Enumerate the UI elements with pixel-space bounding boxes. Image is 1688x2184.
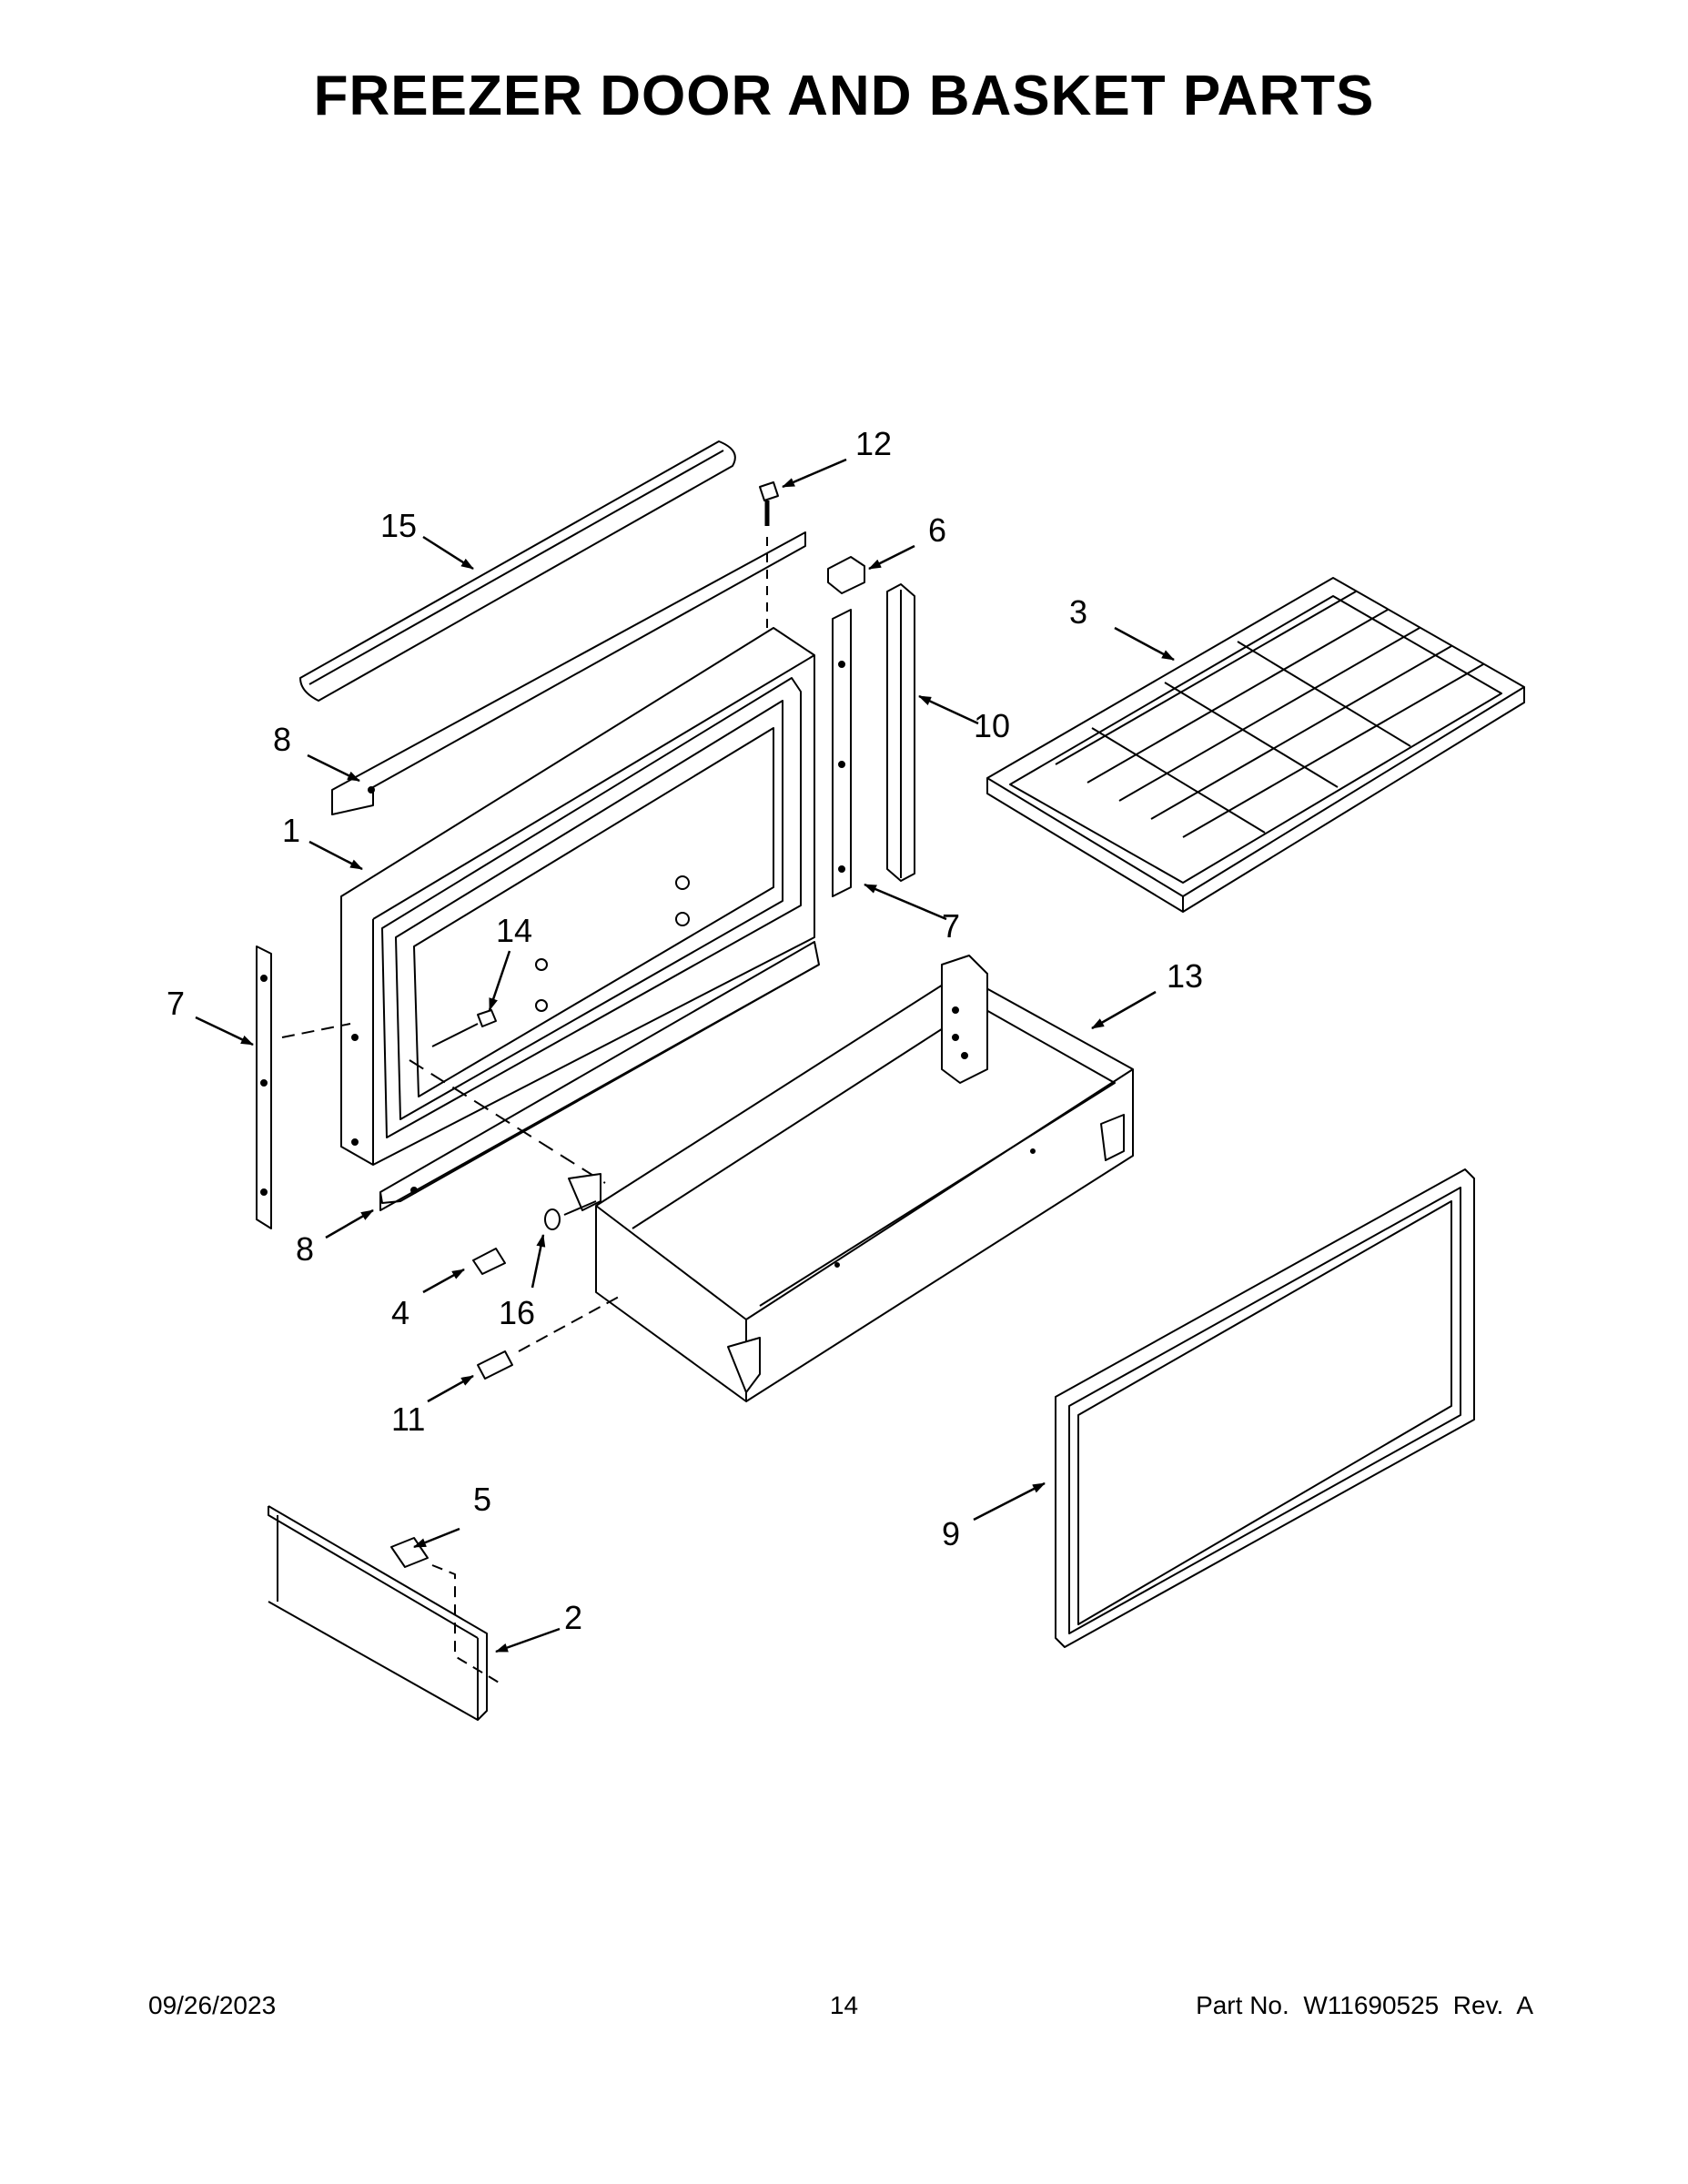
callout-2: 2	[564, 1599, 582, 1636]
drawer-front-screw-part	[390, 1537, 501, 1684]
lower-door-channel-part	[379, 941, 820, 1211]
callout-13: 13	[1167, 957, 1203, 995]
callout-1: 1	[282, 812, 300, 849]
footer-part-number: Part No. W11690525 Rev. A	[1196, 1991, 1533, 2019]
door-nut-part	[431, 1009, 497, 1047]
washer-part	[544, 1200, 597, 1230]
callout-8-upper: 8	[273, 721, 291, 758]
callout-7-left: 7	[167, 985, 185, 1022]
drawer-front-part	[268, 1505, 488, 1721]
top-trim-cap-part	[299, 440, 736, 702]
leader-arrows	[195, 458, 1175, 1653]
callout-5: 5	[473, 1481, 491, 1518]
callout-12: 12	[855, 425, 892, 462]
callout-15: 15	[380, 507, 417, 544]
callout-16: 16	[499, 1294, 535, 1331]
callout-4: 4	[391, 1294, 409, 1331]
footer-page-number: 14	[829, 1991, 859, 2019]
page-title: FREEZER DOOR AND BASKET PARTS	[313, 65, 1375, 127]
callout-10: 10	[974, 707, 1010, 744]
vertical-door-channel-part	[886, 583, 915, 882]
freezer-basket-part	[568, 955, 1134, 1402]
top-screw-part	[759, 481, 779, 628]
footer-date: 09/26/2023	[148, 1991, 277, 2019]
callout-9: 9	[942, 1515, 960, 1552]
callout-7-center: 7	[942, 907, 960, 945]
upper-door-channel-part	[331, 531, 806, 815]
callout-3: 3	[1069, 593, 1087, 631]
lower-screw-part	[477, 1296, 620, 1380]
callout-14: 14	[496, 912, 532, 949]
basket-screw-part	[472, 1248, 506, 1275]
freezer-door-panel-part	[340, 627, 815, 1166]
callout-11: 11	[391, 1400, 425, 1438]
door-clip-part	[827, 556, 865, 594]
door-gasket-part	[1055, 1168, 1475, 1648]
freezer-tray-part	[986, 577, 1525, 913]
center-side-bracket-part	[832, 609, 852, 897]
left-side-bracket-part	[256, 945, 351, 1229]
callout-6: 6	[928, 511, 946, 549]
callout-8-lower: 8	[296, 1230, 314, 1268]
